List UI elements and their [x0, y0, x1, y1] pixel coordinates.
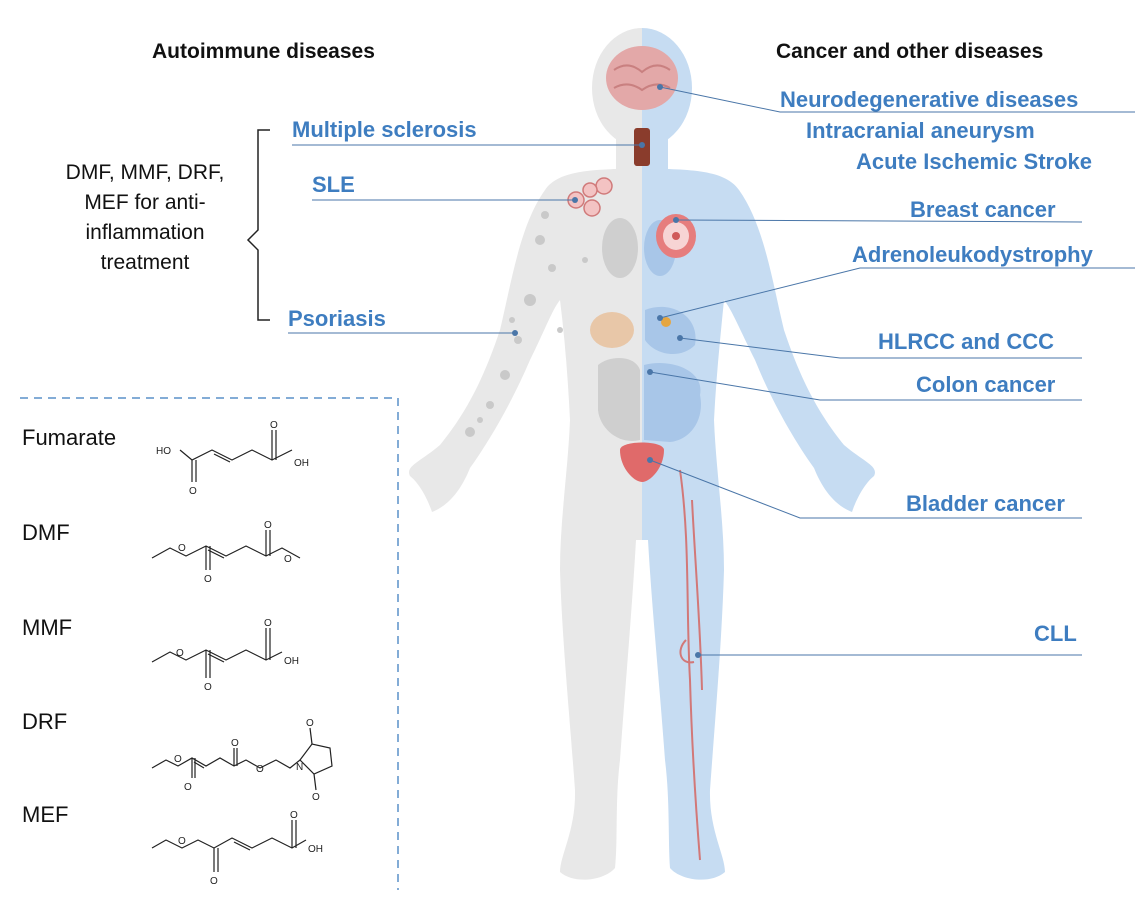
- molecule-mef: MEF: [22, 802, 69, 827]
- label-acute-ischemic-stroke: Acute Ischemic Stroke: [856, 149, 1092, 174]
- atom-label: O: [312, 792, 320, 803]
- structure-drf: [151, 727, 333, 791]
- sle-cells: [567, 177, 613, 217]
- label-bladder-cancer: Bladder cancer: [906, 491, 1065, 516]
- atom-label: N: [296, 762, 303, 773]
- treatment-note-line: DMF, MMF, DRF,: [65, 161, 225, 184]
- structure-mef: [151, 820, 307, 872]
- structure-dmf: [151, 530, 301, 570]
- leader-lines-right: [649, 86, 1135, 656]
- leader-dots-right: [647, 84, 701, 658]
- blood-vessels: [679, 469, 703, 861]
- bladder: [620, 442, 664, 482]
- atom-label: O: [204, 574, 212, 585]
- header-cancer: Cancer and other diseases: [776, 40, 1044, 63]
- psoriasis-spots: [465, 211, 588, 437]
- atom-label: HO: [156, 446, 171, 457]
- atom-label: O: [174, 754, 182, 765]
- structure-mmf: [151, 628, 283, 678]
- atom-label: O: [256, 764, 264, 775]
- molecule-drf: DRF: [22, 709, 68, 734]
- atom-label: O: [284, 554, 292, 565]
- treatment-note-line: MEF for anti-: [84, 191, 206, 214]
- adrenal-gland: [661, 317, 671, 327]
- atom-label: O: [210, 876, 218, 887]
- label-breast-cancer: Breast cancer: [910, 197, 1056, 222]
- atom-label: O: [204, 682, 212, 693]
- atom-label: O: [270, 420, 278, 431]
- treatment-note: DMF, MMF, DRF, MEF for anti- inflammatio…: [40, 158, 250, 278]
- atom-label: O: [189, 486, 197, 497]
- label-sle: SLE: [312, 172, 355, 197]
- organs-left: [590, 218, 640, 441]
- atom-labels: HO OH O O O O O O O OH O O O O O O N O O…: [156, 420, 323, 887]
- atom-label: O: [231, 738, 239, 749]
- atom-label: O: [306, 718, 314, 729]
- label-intracranial-aneurysm: Intracranial aneurysm: [806, 118, 1035, 143]
- label-psoriasis: Psoriasis: [288, 306, 386, 331]
- header-autoimmune: Autoimmune diseases: [152, 40, 375, 63]
- molecule-mmf: MMF: [22, 615, 73, 640]
- label-hlrcc-ccc: HLRCC and CCC: [878, 329, 1054, 354]
- structures: [151, 430, 333, 872]
- molecule-dmf: DMF: [22, 520, 70, 545]
- atom-label: O: [178, 836, 186, 847]
- label-neurodegenerative: Neurodegenerative diseases: [780, 87, 1079, 112]
- treatment-note-line: inflammation: [85, 221, 205, 244]
- treatment-bracket: [246, 129, 270, 321]
- brain: [606, 46, 678, 110]
- breast-tissue: [656, 214, 696, 258]
- label-colon-cancer: Colon cancer: [916, 372, 1056, 397]
- atom-label: O: [176, 648, 184, 659]
- label-cll: CLL: [1034, 621, 1077, 646]
- atom-label: OH: [284, 656, 299, 667]
- atom-label: O: [178, 543, 186, 554]
- label-multiple-sclerosis: Multiple sclerosis: [292, 117, 477, 142]
- atom-label: O: [184, 782, 192, 793]
- atom-label: O: [264, 520, 272, 531]
- treatment-note-line: treatment: [100, 251, 190, 274]
- leader-dots-left: [512, 142, 645, 336]
- label-adrenoleukodystrophy: Adrenoleukodystrophy: [852, 242, 1093, 267]
- structure-fumarate: [179, 430, 293, 482]
- molecule-fumarate: Fumarate: [22, 425, 117, 450]
- atom-label: O: [290, 810, 298, 821]
- leader-lines-left: [288, 144, 642, 334]
- atom-label: O: [264, 618, 272, 629]
- atom-label: OH: [308, 844, 323, 855]
- atom-label: OH: [294, 458, 309, 469]
- molecule-box: [20, 397, 399, 890]
